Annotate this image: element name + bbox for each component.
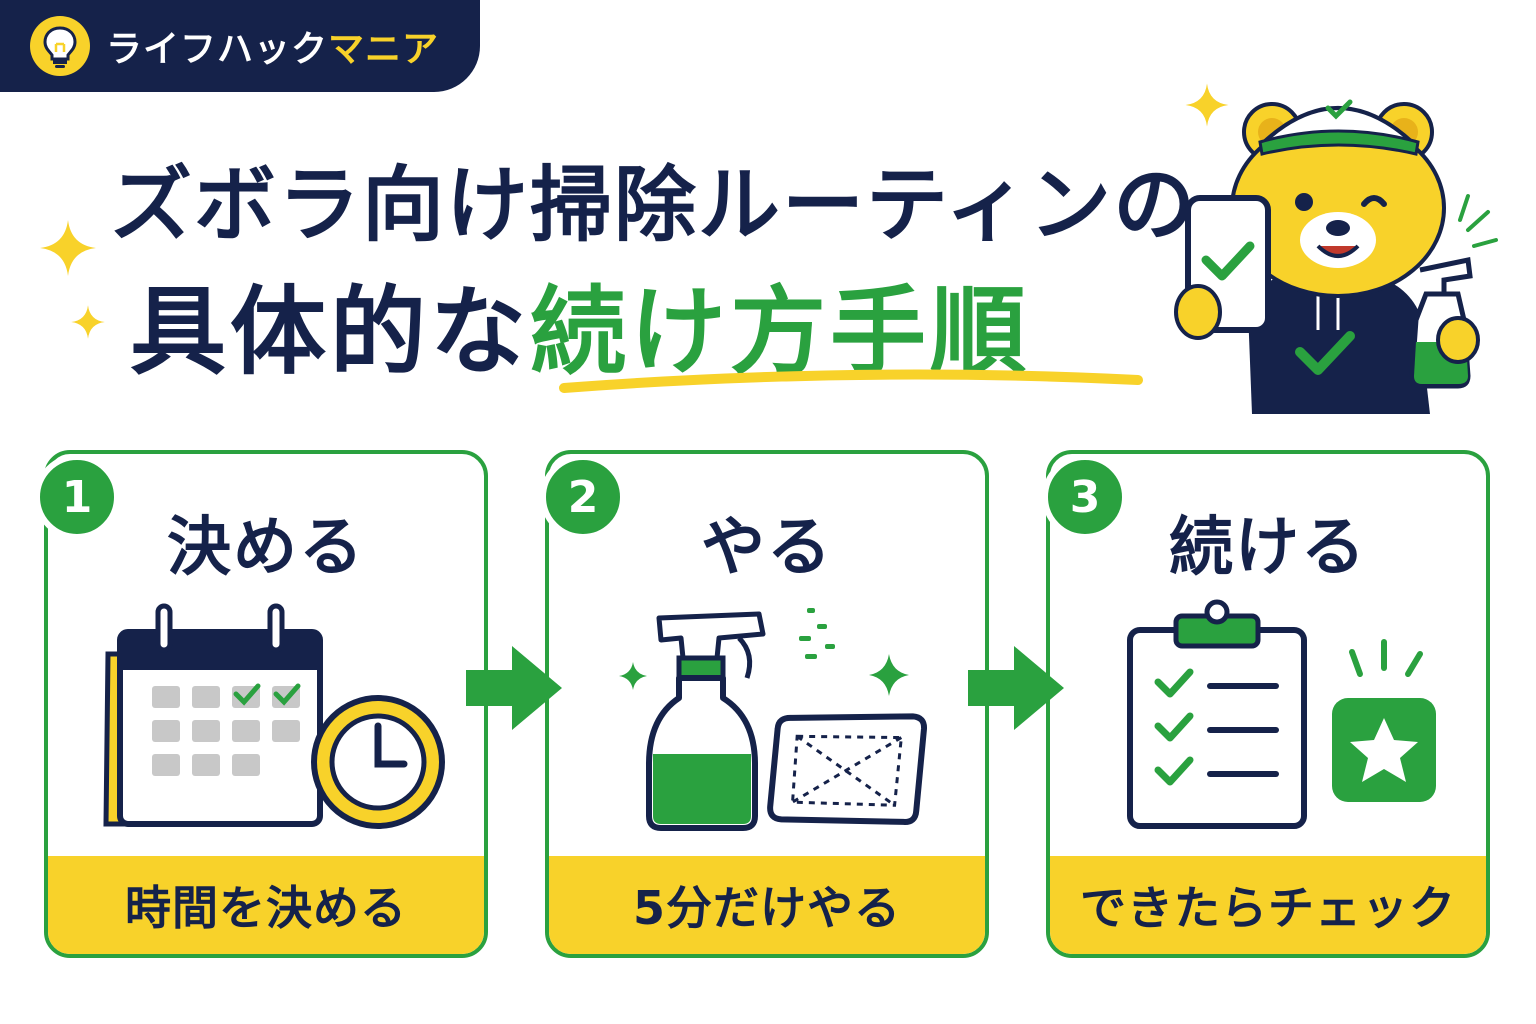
lightbulb-icon bbox=[30, 16, 90, 76]
step-caption: 時間を決める bbox=[48, 856, 484, 954]
step-number-badge: 1 bbox=[34, 454, 120, 540]
page-title-line1: ズボラ向け掃除ルーティンの bbox=[110, 158, 1198, 253]
step-caption: できたらチェック bbox=[1050, 856, 1486, 954]
step-title: やる bbox=[701, 511, 833, 585]
checklist-star-icon bbox=[1127, 599, 1436, 829]
step-title: 決める bbox=[167, 511, 365, 585]
step-caption: 5分だけやる bbox=[549, 856, 985, 954]
brand-name-part1: ライフハック bbox=[106, 29, 329, 70]
title-underline bbox=[559, 369, 1143, 393]
brand-name: ライフハックマニア bbox=[106, 20, 439, 72]
sparkle-icon bbox=[1185, 83, 1229, 127]
step-card-3: 続ける できたらチェック bbox=[1046, 450, 1490, 958]
calendar-clock-icon bbox=[103, 603, 445, 829]
step-title: 続ける bbox=[1169, 511, 1367, 585]
page-title-line2-plain: 具体的な bbox=[130, 276, 530, 388]
arrow-right-icon bbox=[466, 646, 562, 730]
step-card-2: やる 5分だけやる bbox=[545, 450, 989, 958]
bear-mascot-icon bbox=[1174, 99, 1498, 414]
sparkle-icon bbox=[40, 220, 96, 276]
brand-name-part2: マニア bbox=[328, 29, 440, 70]
step-number-badge: 3 bbox=[1042, 454, 1128, 540]
page-title-line2: 具体的な続け方手順 bbox=[130, 254, 1030, 393]
page-title-line2-accent: 続け方手順 bbox=[530, 276, 1030, 388]
step-number-badge: 2 bbox=[540, 454, 626, 540]
sparkle-icon bbox=[71, 305, 105, 339]
spray-bottle-cloth-icon bbox=[619, 608, 927, 831]
brand-bar: ライフハックマニア bbox=[0, 0, 480, 92]
arrow-right-icon bbox=[968, 646, 1064, 730]
step-card-1: 決める 時間を決める bbox=[44, 450, 488, 958]
